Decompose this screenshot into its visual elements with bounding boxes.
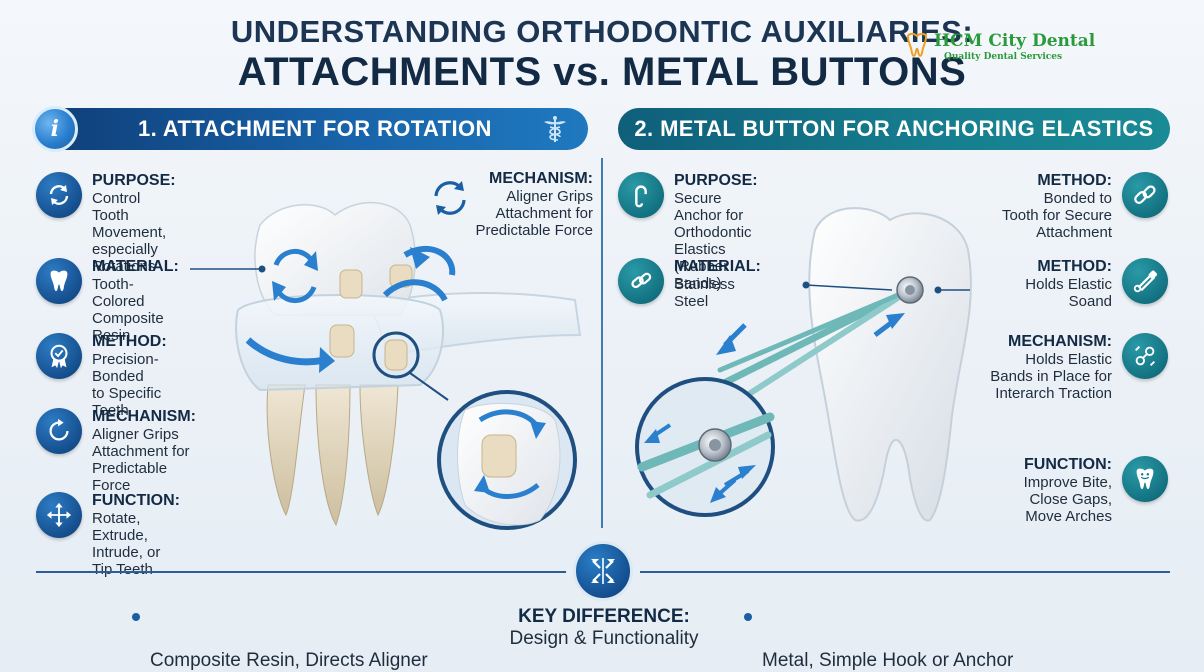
banner-attachment-label: 1. ATTACHMENT FOR ROTATION	[138, 116, 492, 141]
button-purpose-text: Secure Anchor for Orthodontic Elastics (…	[674, 190, 752, 292]
attachment-function-title: FUNCTION:	[92, 492, 180, 509]
button-mechanism: MECHANISM: Holds Elastic Bands in Place …	[928, 333, 1168, 402]
key-difference: KEY DIFFERENCE: Design & Functionality	[488, 606, 720, 650]
button-method-title-1: METHOD:	[1037, 172, 1112, 189]
hook-icon	[618, 172, 664, 218]
button-mechanism-title: MECHANISM:	[1008, 333, 1112, 350]
elastic-icon	[1122, 333, 1168, 379]
attachment-method-text: Precision-Bonded to Specific Teeth	[92, 351, 162, 419]
page-title: UNDERSTANDING ORTHODONTIC AUXILIARIES: A…	[0, 12, 1204, 94]
info-icon: i	[32, 106, 78, 152]
bullet-left	[132, 613, 140, 621]
smile-tooth-icon	[1122, 456, 1168, 502]
attachment-mechanism-title: MECHANISM:	[92, 408, 196, 425]
button-function: FUNCTION: Improve Bite, Close Gaps, Move…	[928, 456, 1168, 525]
move-arrows-icon	[36, 492, 82, 538]
bottom-rule-right	[640, 571, 1170, 573]
bottom-summary-attachment-text: Composite Resin, Directs Aligner Force f…	[150, 650, 428, 671]
button-method-bonded: METHOD: Bonded to Tooth for Secure Attac…	[928, 172, 1168, 241]
banner-attachment: i 1. ATTACHMENT FOR ROTATION	[32, 106, 588, 152]
callout-mechanism-text: Aligner Grips Attachment for Predictable…	[475, 188, 593, 239]
material-pointer-line	[190, 265, 266, 273]
rotate-arrows-icon	[36, 172, 82, 218]
callout-mechanism-title: MECHANISM:	[489, 170, 593, 187]
button-method-text-1: Bonded to Tooth for Secure Attachment	[1001, 190, 1112, 241]
attachment-purpose-text: Control Tooth Movement, especially Rotat…	[92, 190, 167, 275]
key-difference-title: KEY DIFFERENCE:	[518, 606, 690, 627]
panel-divider	[601, 158, 603, 528]
button-mechanism-text: Holds Elastic Bands in Place for Interar…	[990, 351, 1112, 402]
title-line-1: UNDERSTANDING ORTHODONTIC AUXILIARIES:	[230, 14, 974, 49]
logo-name: HCM City Dental	[934, 31, 1096, 51]
button-function-text: Improve Bite, Close Gaps, Move Arches	[1023, 474, 1112, 525]
bottom-summary-button: Metal, Simple Hook or Anchor Point for E…	[744, 606, 1082, 672]
circular-arrow-icon	[36, 408, 82, 454]
compare-arrows-icon	[573, 541, 633, 601]
attachment-material-title: MATERIAL:	[92, 258, 179, 275]
bottom-summary-button-text: Metal, Simple Hook or Anchor Point for E…	[762, 650, 1014, 671]
metal-button-illustration	[635, 207, 972, 522]
tooth-icon	[36, 258, 82, 304]
attachment-teeth-illustration	[235, 201, 582, 530]
chain-link-icon	[1122, 172, 1168, 218]
tooth-logo-icon	[906, 32, 928, 57]
bottom-rule-left	[36, 571, 566, 573]
banner-metal-button: 2. METAL BUTTON FOR ANCHORING ELASTICS	[618, 108, 1170, 150]
attachment-function-text: Rotate, Extrude, Intrude, or Tip Teeth	[92, 510, 161, 578]
logo-tagline: Quality Dental Services	[944, 52, 1063, 62]
clinic-logo: HCM City Dental Quality Dental Services	[902, 31, 1095, 67]
safety-pin-icon	[1122, 258, 1168, 304]
button-material-text: Stainless Steel	[674, 276, 735, 310]
button-method-holds: METHOD: Holds Elastic Soand	[928, 258, 1168, 310]
button-purpose-title: PURPOSE:	[674, 172, 758, 189]
key-difference-subtitle: Design & Functionality	[509, 628, 699, 649]
button-material-title: MATERIAL:	[674, 258, 761, 275]
button-method-title-2: METHOD:	[1037, 258, 1112, 275]
title-line-2: ATTACHMENTS vs. METAL BUTTONS	[237, 50, 967, 94]
attachment-mechanism-text: Aligner Grips Attachment for Predictable…	[92, 426, 190, 494]
attachment-material-text: Tooth-Colored Composite Resin	[92, 276, 164, 344]
attachment-method-title: METHOD:	[92, 333, 167, 350]
link-icon	[618, 258, 664, 304]
bullet-right	[744, 613, 752, 621]
caduceus-icon	[544, 116, 566, 142]
bottom-summary-attachment: Composite Resin, Directs Aligner Force f…	[132, 606, 480, 672]
cycle-arrows-icon	[434, 181, 466, 215]
button-method-text-2: Holds Elastic Soand	[1025, 276, 1112, 310]
banner-metal-button-label: 2. METAL BUTTON FOR ANCHORING ELASTICS	[634, 116, 1154, 141]
attachment-purpose-title: PURPOSE:	[92, 172, 176, 189]
button-function-title: FUNCTION:	[1024, 456, 1112, 473]
award-badge-icon	[36, 333, 82, 379]
